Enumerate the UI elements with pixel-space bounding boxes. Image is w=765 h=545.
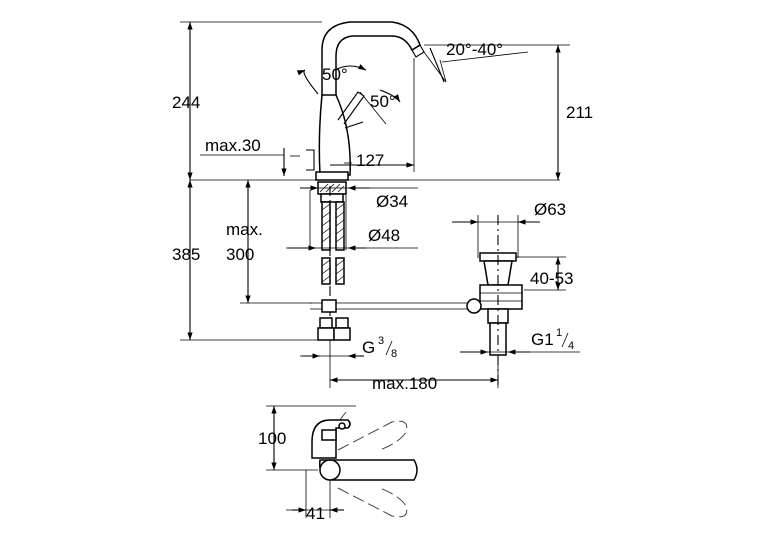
waste-thread-main: G1: [531, 330, 554, 349]
label-lever-angle-right: 50°: [370, 92, 396, 111]
label-hole-diameter: Ø34: [376, 192, 408, 211]
label-height-lower: 385: [172, 245, 200, 264]
dimension-lines-lower: [180, 180, 580, 388]
label-waste-range: 40-53: [530, 269, 573, 288]
connection-den: 8: [391, 348, 397, 360]
label-max-rod: max.180: [372, 374, 437, 393]
faucet-plan-view: [266, 405, 418, 518]
label-lever-angle-left: 50°: [322, 65, 348, 84]
label-max-hose-value: 300: [226, 245, 254, 264]
waste-thread-num: 1: [556, 327, 562, 339]
label-max-hose: max.: [226, 220, 263, 239]
popup-rod: [310, 186, 470, 318]
label-height-upper: 244: [172, 93, 200, 112]
waste-assembly: [466, 215, 523, 385]
label-waste-thread: G1 1 4: [531, 327, 574, 352]
supply-hoses: [317, 201, 351, 341]
label-height-spout: 211: [566, 103, 593, 122]
hose-braid: [321, 203, 345, 283]
label-spout-angle: 20°-40°: [446, 40, 503, 59]
dimension-labels: 20°-40° 50° 50° 244 211 max.30 127 Ø34 Ø…: [172, 40, 593, 523]
label-waste-diameter: Ø63: [534, 200, 566, 219]
faucet-side-view: [190, 21, 560, 203]
waste-thread-den: 4: [568, 340, 574, 352]
label-base-diameter: Ø48: [368, 226, 400, 245]
label-plan-depth: 100: [258, 429, 286, 448]
connection-num: 3: [378, 335, 384, 347]
label-max-deck: max.30: [205, 136, 261, 155]
dimension-lines-upper: [180, 21, 570, 251]
label-plan-offset: 41: [306, 504, 325, 523]
label-connection-thread: G 3 8: [362, 335, 397, 360]
label-reach: 127: [356, 151, 384, 170]
connection-main: G: [362, 338, 375, 357]
